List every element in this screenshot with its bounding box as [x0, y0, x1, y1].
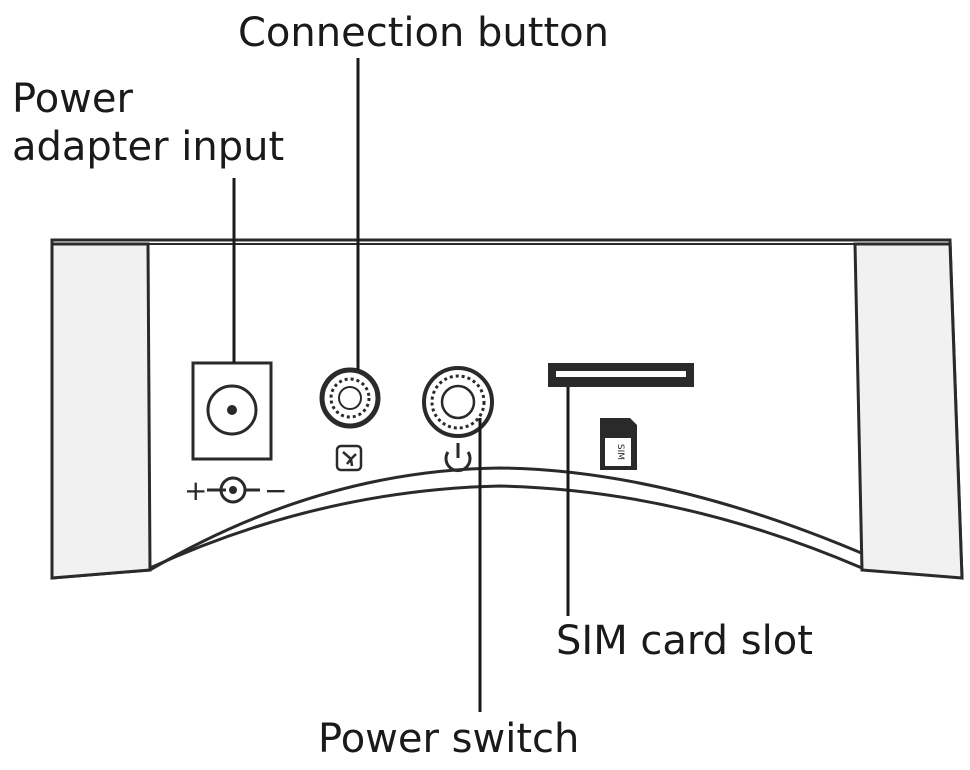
connection-button-icon [335, 444, 363, 472]
device-bottom-arch [149, 484, 863, 570]
right-side-panel [853, 242, 964, 580]
power-switch [422, 366, 494, 438]
connection-button [319, 367, 381, 429]
power-icon [444, 443, 472, 473]
sim-icon-text: SIM [615, 444, 625, 460]
sim-card-icon: SIM [600, 418, 637, 470]
device-body-outline [50, 238, 964, 580]
label-sim-card-slot: SIM card slot [556, 618, 813, 664]
polarity-plus: + [184, 474, 207, 507]
polarity-symbol: + − [184, 474, 287, 507]
sim-card-slot-graphic [548, 363, 694, 387]
label-power-switch: Power switch [318, 716, 580, 762]
polarity-minus: − [264, 474, 287, 507]
label-power-adapter-line2: adapter input [12, 124, 285, 170]
power-adapter-port [191, 361, 273, 461]
left-side-panel [50, 242, 152, 580]
label-connection-button: Connection button [238, 10, 609, 56]
label-power-adapter-line1: Power [12, 76, 133, 122]
